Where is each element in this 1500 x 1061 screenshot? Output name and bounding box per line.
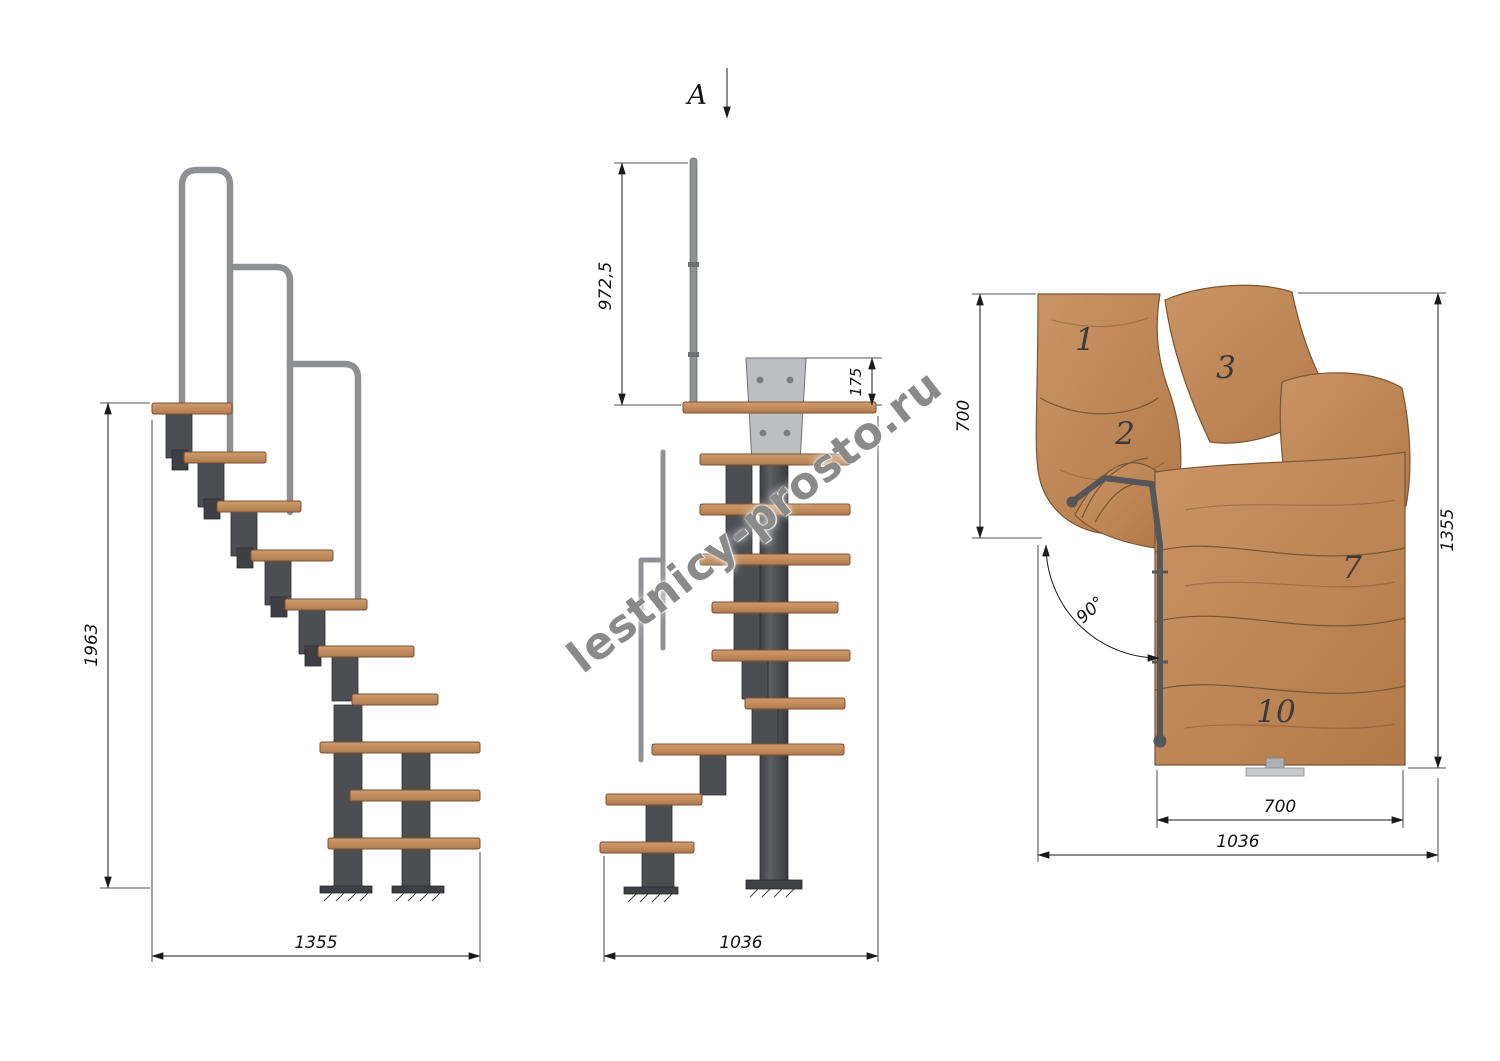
plan-total-width-label: 1036: [1216, 832, 1259, 852]
plan-flight: [1154, 451, 1406, 766]
front-elevation-view: A: [596, 68, 882, 962]
front-rail-height-label: 972,5: [596, 262, 616, 311]
front-width-label: 1036: [719, 933, 762, 953]
plan-tread-numbers: 1 2 3 7 10: [1075, 322, 1362, 730]
plan-flight-width-label: 700: [1264, 797, 1296, 817]
plan-angle-label: 90°: [1073, 593, 1109, 628]
section-arrow: A: [685, 68, 731, 119]
tread-number-1: 1: [1075, 322, 1095, 358]
plan-dim-angle: 90°: [1042, 544, 1160, 662]
front-handrail-pole: [688, 157, 699, 407]
section-label: A: [685, 80, 708, 111]
side-dim-width: 1355: [151, 420, 481, 962]
front-dim-width: 1036: [603, 416, 879, 962]
plan-left-depth-label: 700: [954, 400, 974, 432]
plan-post-base: [1245, 757, 1305, 777]
tread-number-2: 2: [1114, 416, 1135, 452]
front-dim-plate: 175: [806, 357, 882, 406]
plan-dim-left-depth: 700: [954, 293, 1042, 539]
tread-number-7: 7: [1342, 550, 1362, 586]
front-dim-rail-height: 972,5: [596, 162, 688, 406]
tread-number-3: 3: [1216, 350, 1236, 386]
plan-dim-right-length: 1355: [1298, 292, 1458, 769]
plan-right-length-label: 1355: [1438, 508, 1458, 551]
side-treads: [151, 402, 481, 850]
side-handrail: [178, 166, 362, 605]
side-elevation-view: 1963 1355: [82, 166, 481, 962]
plan-view: 1 2 3 7 10 700 1355 700: [954, 284, 1458, 862]
front-plate-label: 175: [847, 368, 865, 397]
side-ground-hatch: [323, 892, 441, 902]
side-height-label: 1963: [82, 623, 102, 666]
front-ground-hatch: [627, 888, 795, 903]
plan-dim-total-width: 1036: [1037, 545, 1439, 862]
plan-dim-flight-width: 700: [1156, 770, 1404, 828]
front-treads: [599, 401, 877, 854]
tread-number-10: 10: [1256, 694, 1295, 730]
side-width-label: 1355: [294, 933, 337, 953]
front-stair-modules: [623, 464, 779, 895]
front-left-rail: [638, 449, 666, 763]
side-dim-height: 1963: [82, 402, 150, 889]
